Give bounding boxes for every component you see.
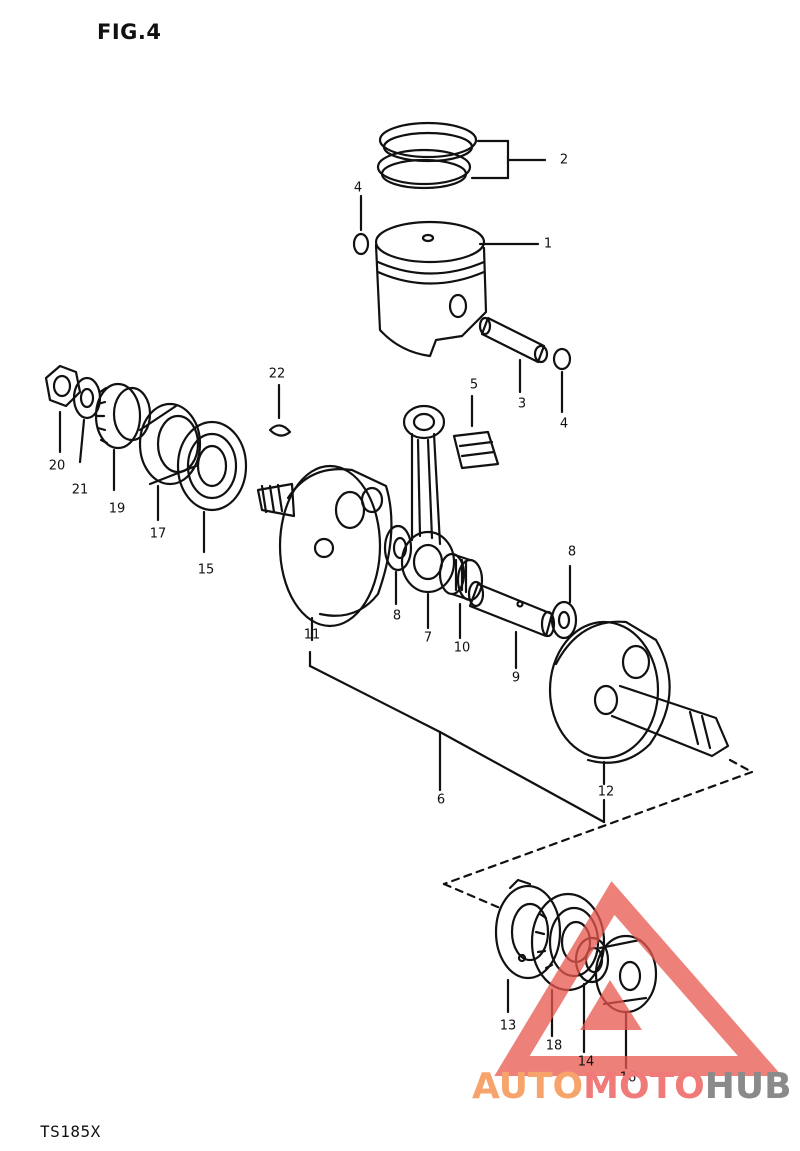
primary-drive-gear — [94, 382, 152, 492]
thrust-washer-right — [550, 564, 578, 640]
callout-5: 5 — [469, 377, 479, 393]
callout-10: 10 — [453, 640, 471, 656]
crankshaft-right-half — [548, 620, 730, 786]
callout-4-top: 4 — [353, 180, 363, 196]
watermark-text: AUTOMOTOHUB — [472, 1066, 792, 1107]
small-end-bearing — [452, 394, 500, 470]
thrust-washer-left — [383, 524, 413, 606]
piston-pin — [478, 316, 549, 394]
figure-title: FIG.4 — [97, 20, 162, 44]
model-code: TS185X — [40, 1122, 101, 1141]
callout-9: 9 — [511, 670, 521, 686]
oil-pump-gasket — [494, 878, 562, 1014]
callout-12: 12 — [597, 784, 615, 800]
callout-11: 11 — [303, 627, 321, 643]
piston — [374, 220, 540, 358]
connecting-rod — [400, 404, 456, 630]
callout-2: 2 — [559, 152, 569, 168]
circlip-top — [352, 194, 370, 256]
automotohub-logo-mark — [494, 881, 783, 1076]
callout-8-right: 8 — [567, 544, 577, 560]
callout-7: 7 — [423, 630, 433, 646]
assembly-leader-lines — [308, 650, 606, 824]
watermark-part-hub: HUB — [704, 1066, 792, 1107]
callout-18: 18 — [545, 1038, 563, 1054]
callout-4-right: 4 — [559, 416, 569, 432]
crank-pin — [467, 580, 556, 670]
callout-21: 21 — [71, 482, 89, 498]
callout-16: 16 — [619, 1070, 637, 1086]
watermark-part-auto: AUTO — [472, 1066, 584, 1107]
callout-22: 22 — [268, 366, 286, 382]
callout-3: 3 — [517, 396, 527, 412]
callout-1: 1 — [543, 236, 553, 252]
watermark-part-moto: MOTO — [583, 1066, 705, 1107]
nut — [44, 364, 82, 454]
callout-8-left: 8 — [392, 608, 402, 624]
crankshaft-bearing-left — [176, 420, 248, 554]
callout-19: 19 — [108, 501, 126, 517]
callout-6: 6 — [436, 792, 446, 808]
circlip-right — [552, 347, 572, 414]
woodruff-key — [268, 383, 292, 437]
callout-17: 17 — [149, 526, 167, 542]
callout-14: 14 — [577, 1054, 595, 1070]
dashed-assembly-link — [442, 758, 754, 910]
callout-13: 13 — [499, 1018, 517, 1034]
callout-20: 20 — [48, 458, 66, 474]
crankshaft-left-half — [256, 464, 393, 642]
big-end-bearing — [438, 552, 484, 640]
callout-15: 15 — [197, 562, 215, 578]
piston-rings — [376, 121, 547, 190]
